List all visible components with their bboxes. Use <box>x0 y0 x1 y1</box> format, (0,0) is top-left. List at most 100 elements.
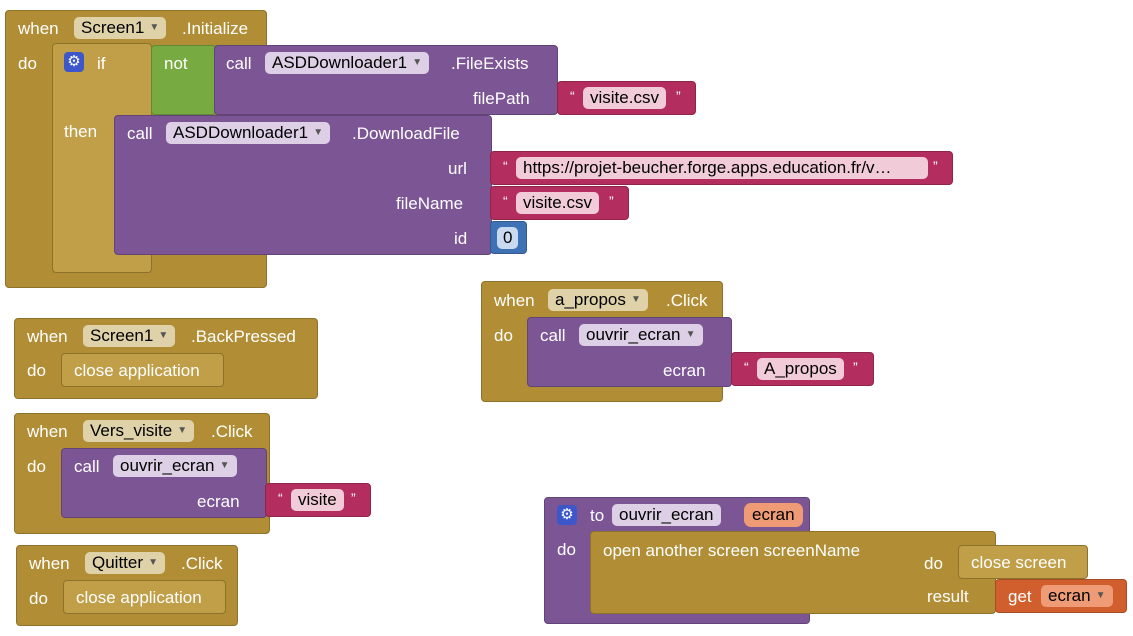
chevron-down-icon: ▼ <box>177 425 188 436</box>
filename-label: fileName <box>396 194 464 213</box>
do-label: do <box>27 457 46 476</box>
arg-label: ecran <box>197 492 240 511</box>
string-value[interactable]: visite.csv <box>516 192 599 214</box>
url-label: url <box>448 159 467 178</box>
close-application-block[interactable]: close application <box>61 353 224 387</box>
component-dropdown[interactable]: ASDDownloader1 ▼ <box>265 52 430 74</box>
open-quote: “ <box>278 490 283 506</box>
when-label: when <box>494 291 535 310</box>
event-name: .Initialize <box>182 19 249 38</box>
chevron-down-icon: ▼ <box>412 57 423 68</box>
component-name: Screen1 <box>81 18 145 37</box>
chevron-down-icon: ▼ <box>149 22 160 33</box>
component-dropdown[interactable]: ASDDownloader1 ▼ <box>166 122 331 144</box>
procedure-name-field[interactable]: ouvrir_ecran <box>612 504 721 526</box>
chevron-down-icon: ▼ <box>158 330 169 341</box>
close-application-label: close application <box>74 361 200 380</box>
close-quote: ” <box>351 490 356 506</box>
gear-icon[interactable]: ⚙ <box>557 505 577 525</box>
variable-dropdown[interactable]: ecran ▼ <box>1041 585 1113 607</box>
open-quote: “ <box>570 88 575 104</box>
if-label: if <box>97 54 106 73</box>
close-application-block[interactable]: close application <box>63 580 226 614</box>
close-quote: ” <box>933 158 938 174</box>
do-label: do <box>18 54 37 73</box>
then-label: then <box>64 122 98 141</box>
procedure-name: ouvrir_ecran <box>586 325 681 344</box>
string-value[interactable]: visite.csv <box>583 87 666 109</box>
result-label: result <box>927 587 969 606</box>
open-another-screen-label: open another screen screenName <box>603 541 861 560</box>
parameter-ecran[interactable]: ecran <box>744 503 803 527</box>
do-label: do <box>924 554 943 573</box>
component-dropdown[interactable]: Vers_visite ▼ <box>83 420 195 442</box>
when-label: when <box>29 554 70 573</box>
chevron-down-icon: ▼ <box>1095 590 1106 601</box>
component-name: Quitter <box>92 553 144 572</box>
not-label: not <box>164 54 188 73</box>
close-quote: ” <box>853 359 858 375</box>
component-name: ASDDownloader1 <box>173 123 309 142</box>
arg-text-block[interactable]: “ A_propos ” <box>731 352 874 386</box>
filepath-label: filePath <box>473 89 530 108</box>
string-value[interactable]: https://projet-beucher.forge.apps.educat… <box>516 157 928 179</box>
event-name: .BackPressed <box>191 327 296 346</box>
component-name: Vers_visite <box>90 421 173 440</box>
gear-icon[interactable]: ⚙ <box>64 52 84 72</box>
when-label: when <box>27 422 68 441</box>
procedure-dropdown[interactable]: ouvrir_ecran ▼ <box>113 455 237 477</box>
chevron-down-icon: ▼ <box>219 460 230 471</box>
component-dropdown[interactable]: a_propos ▼ <box>548 289 648 311</box>
call-ouvrir-ecran-block[interactable]: call ouvrir_ecran▼ ecran <box>61 448 267 518</box>
chevron-down-icon: ▼ <box>685 329 696 340</box>
procedure-name: ouvrir_ecran <box>619 505 714 524</box>
when-label: when <box>18 19 59 38</box>
close-quote: ” <box>609 193 614 209</box>
method-name: .DownloadFile <box>352 124 460 143</box>
call-label: call <box>127 124 153 143</box>
chevron-down-icon: ▼ <box>148 557 159 568</box>
get-label: get <box>1008 587 1032 606</box>
event-name: .Click <box>181 554 223 573</box>
string-value[interactable]: visite <box>291 489 344 511</box>
chevron-down-icon: ▼ <box>630 294 641 305</box>
do-label: do <box>557 540 576 559</box>
component-name: ASDDownloader1 <box>272 53 408 72</box>
open-another-screen-block[interactable]: open another screen screenName do result <box>590 531 996 614</box>
file-exists-block[interactable]: call ASDDownloader1 ▼ .FileExists filePat… <box>214 45 558 115</box>
component-dropdown[interactable]: Screen1 ▼ <box>74 17 167 39</box>
procedure-dropdown[interactable]: ouvrir_ecran ▼ <box>579 324 703 346</box>
component-dropdown[interactable]: Screen1 ▼ <box>83 325 176 347</box>
call-label: call <box>540 326 566 345</box>
event-name: .Click <box>211 422 253 441</box>
call-label: call <box>226 54 252 73</box>
string-value[interactable]: A_propos <box>757 358 844 380</box>
id-label: id <box>454 229 468 248</box>
do-label: do <box>29 589 48 608</box>
event-name: .Click <box>666 291 708 310</box>
filename-text-block[interactable]: “ visite.csv ” <box>490 186 629 220</box>
arg-text-block[interactable]: “ visite ” <box>265 483 371 517</box>
component-name: Screen1 <box>90 326 154 345</box>
do-label: do <box>494 326 513 345</box>
call-ouvrir-ecran-block[interactable]: call ouvrir_ecran ▼ ecran <box>527 317 732 387</box>
not-block[interactable]: not <box>151 45 217 115</box>
procedure-name: ouvrir_ecran <box>120 456 215 475</box>
method-name: .FileExists <box>451 54 529 73</box>
close-application-label: close application <box>76 588 202 607</box>
download-file-block[interactable]: call ASDDownloader1 ▼ .DownloadFile url f… <box>114 115 492 255</box>
close-screen-block[interactable]: close screen <box>958 545 1088 579</box>
variable-name: ecran <box>1048 586 1091 605</box>
open-quote: “ <box>744 359 749 375</box>
component-dropdown[interactable]: Quitter ▼ <box>85 552 166 574</box>
id-number-block[interactable]: 0 <box>490 221 527 254</box>
number-value[interactable]: 0 <box>497 227 519 249</box>
url-text-block[interactable]: “ https://projet-beucher.forge.apps.educ… <box>490 151 953 185</box>
do-label: do <box>27 361 46 380</box>
chevron-down-icon: ▼ <box>313 127 324 138</box>
filepath-text-block[interactable]: “ visite.csv ” <box>557 81 696 115</box>
get-variable-block[interactable]: get ecran ▼ <box>995 579 1127 613</box>
when-label: when <box>27 327 68 346</box>
component-name: a_propos <box>555 290 626 309</box>
arg-label: ecran <box>663 361 706 380</box>
